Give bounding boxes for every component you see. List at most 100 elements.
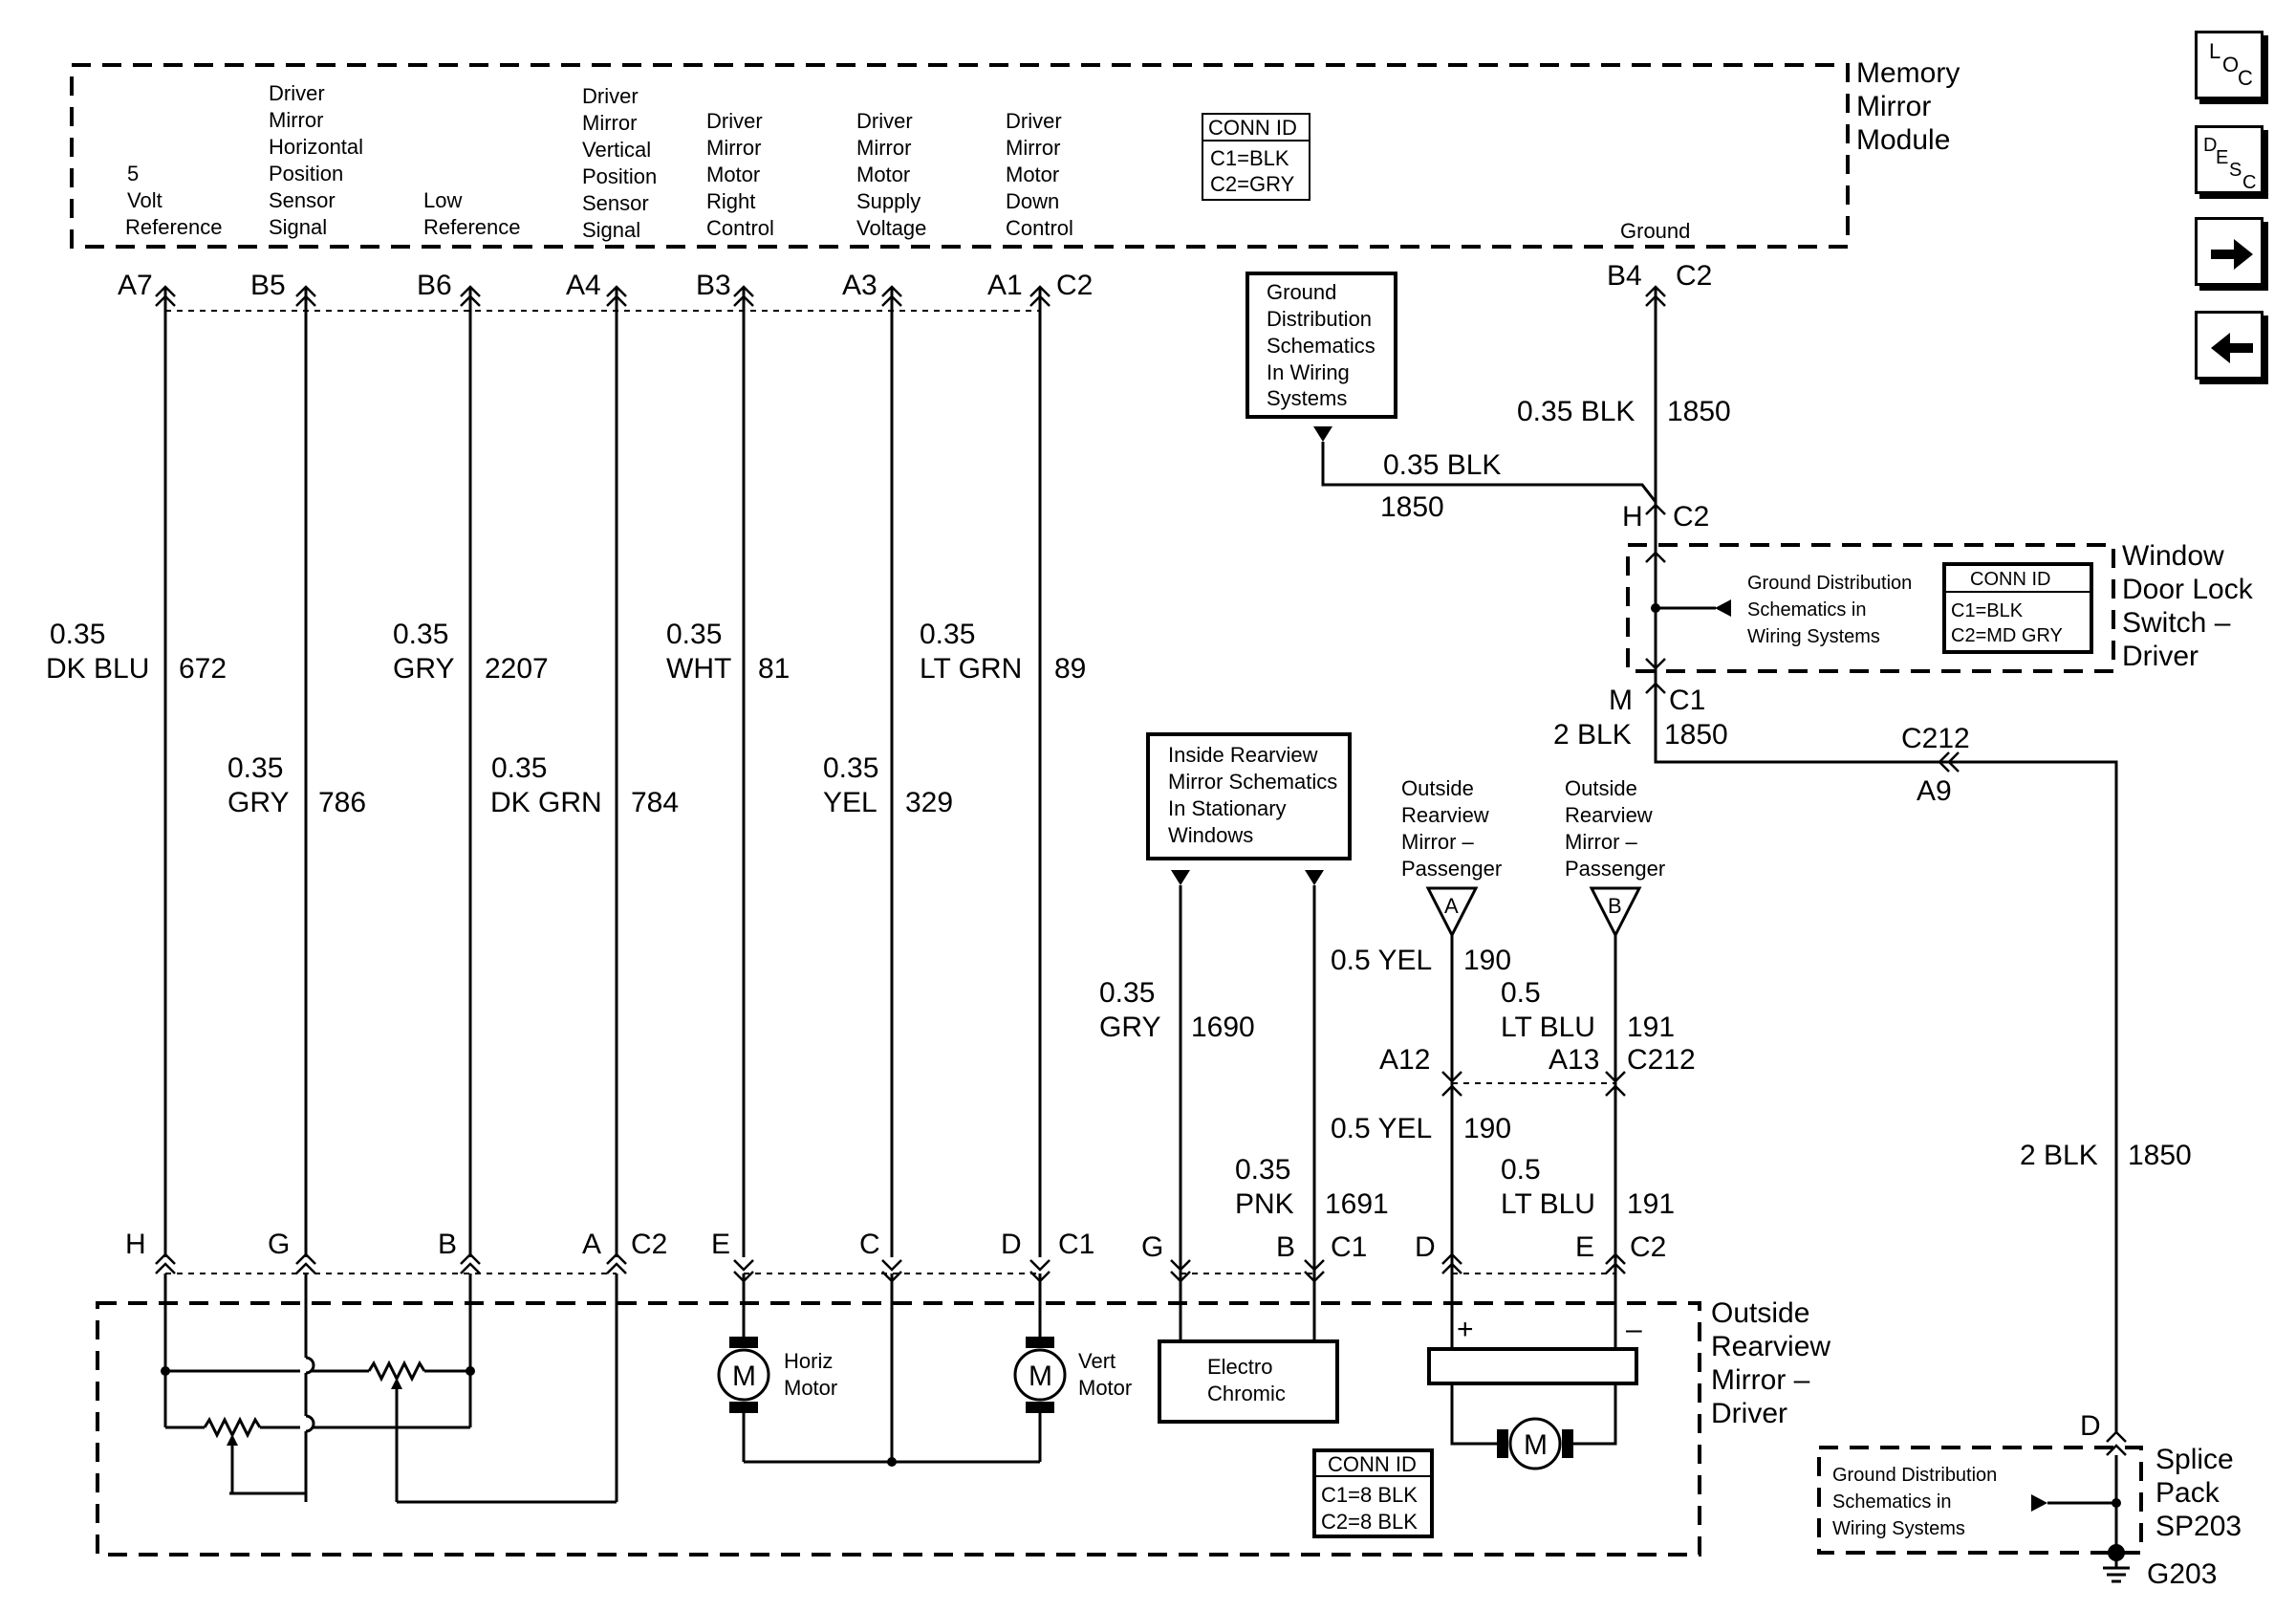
pin-a7-func-3: Reference bbox=[125, 215, 223, 239]
ws-conn-c2: C2=MD GRY bbox=[1951, 625, 2063, 646]
window-switch-title-4: Driver bbox=[2122, 641, 2199, 672]
dm-conn-c2-value: C2=8 BLK bbox=[1321, 1510, 1418, 1534]
electrochromic-label-1: Electro bbox=[1207, 1355, 1272, 1379]
pin-a3-func-2: Mirror bbox=[856, 136, 911, 160]
vert-motor-label-2: Motor bbox=[1078, 1376, 1132, 1400]
c212-conn: C212 bbox=[1627, 1044, 1696, 1076]
fold-motor-symbol: M bbox=[1524, 1429, 1548, 1461]
pin-b3-func-4: Right bbox=[706, 189, 755, 213]
wire-1691-color: PNK bbox=[1235, 1188, 1294, 1220]
loc-button[interactable]: L O C bbox=[2195, 31, 2264, 99]
ground-distribution-box-top[interactable] bbox=[1245, 272, 1397, 419]
wire-labels: 0.35 DK BLU 672 0.35 GRY 786 0.35 GRY 22… bbox=[46, 619, 1086, 818]
horiz-motor-label-2: Motor bbox=[784, 1376, 837, 1400]
wire-786-color: GRY bbox=[227, 787, 289, 818]
wire-191-lower-color: LT BLU bbox=[1501, 1188, 1595, 1220]
vert-motor-label-1: Vert bbox=[1078, 1349, 1116, 1373]
pin-b5: B5 bbox=[250, 270, 286, 301]
loc-icon-l: L bbox=[2209, 39, 2220, 63]
wire-672-circuit: 672 bbox=[179, 653, 227, 685]
desc-icon-s: S bbox=[2229, 160, 2242, 181]
window-switch-title-2: Door Lock bbox=[2122, 574, 2254, 605]
fold-motor-plus: + bbox=[1457, 1314, 1474, 1345]
c212-a9-pin: A9 bbox=[1917, 775, 1952, 807]
gd-top-line-3: Schematics bbox=[1267, 334, 1375, 358]
inside-mirror-line-3: In Stationary bbox=[1168, 796, 1287, 820]
passenger-ref-a[interactable]: Outside Rearview Mirror – Passenger A bbox=[1401, 776, 1502, 939]
pin-b3-func-2: Mirror bbox=[706, 136, 761, 160]
pin-b5-func-5: Sensor bbox=[269, 188, 336, 212]
driver-mirror-connector-labels: H G B A C2 E C D C1 G B C1 D E C2 bbox=[125, 1229, 1666, 1263]
dm-title-2: Rearview bbox=[1711, 1331, 1830, 1362]
window-switch-chevrons bbox=[1645, 503, 1666, 694]
splice-wire-circuit: 1850 bbox=[2128, 1140, 2192, 1171]
wire-2207-color: GRY bbox=[393, 653, 454, 685]
pass-b-tag: B bbox=[1608, 894, 1622, 918]
pin-a1: A1 bbox=[987, 270, 1023, 301]
wire-1690-circuit: 1690 bbox=[1191, 1012, 1255, 1043]
window-switch-conn-c2: C2 bbox=[1673, 501, 1709, 533]
window-switch-gd-text: Ground Distribution Schematics in Wiring… bbox=[1747, 573, 1912, 647]
pin-a1-func-4: Down bbox=[1006, 189, 1059, 213]
pin-a3-func-4: Supply bbox=[856, 189, 921, 213]
wire-191-upper-circuit: 191 bbox=[1627, 1012, 1675, 1043]
pass-b-tag-triangle bbox=[1589, 886, 1642, 939]
wire-191-lower-circuit: 191 bbox=[1627, 1188, 1675, 1220]
electrochromic-box bbox=[1158, 1339, 1339, 1424]
dm-title-1: Outside bbox=[1711, 1297, 1809, 1329]
desc-button[interactable]: D E S C bbox=[2195, 125, 2264, 194]
pass-a-line-4: Passenger bbox=[1401, 857, 1502, 881]
splice-wire-gauge: 2 BLK bbox=[2020, 1140, 2098, 1171]
pin-a4: A4 bbox=[566, 270, 601, 301]
dm-pin-a: A bbox=[582, 1229, 601, 1260]
next-button[interactable] bbox=[2195, 217, 2264, 286]
pin-b6: B6 bbox=[417, 270, 452, 301]
pin-a7-func-2: Volt bbox=[127, 188, 162, 212]
inside-mirror-box[interactable] bbox=[1146, 732, 1352, 860]
inside-mirror-text: Inside Rearview Mirror Schematics In Sta… bbox=[1168, 743, 1337, 847]
pass-a-tag-triangle bbox=[1425, 886, 1479, 939]
dm-conn-c2: C2 bbox=[631, 1229, 667, 1260]
pin-a4-func-2: Mirror bbox=[582, 111, 637, 135]
splice-title-2: Pack bbox=[2155, 1477, 2220, 1509]
pass-a-line-1: Outside bbox=[1401, 776, 1474, 800]
vert-motor-symbol: M bbox=[1029, 1361, 1052, 1392]
splice-title-1: Splice bbox=[2155, 1444, 2234, 1475]
pin-b3: B3 bbox=[696, 270, 731, 301]
c212-pin-a13: A13 bbox=[1549, 1044, 1599, 1076]
pin-a1-func-2: Mirror bbox=[1006, 136, 1060, 160]
gd-top-wire bbox=[1321, 442, 1657, 503]
wire-191-upper-gauge: 0.5 bbox=[1501, 977, 1541, 1009]
window-switch-title-1: Window bbox=[2122, 540, 2224, 572]
c212-a9-chevrons bbox=[1938, 751, 1960, 773]
dm-ec-conn-c1: C1 bbox=[1331, 1231, 1367, 1263]
window-switch-pin-h: H bbox=[1622, 501, 1643, 533]
ground-dist-top-text: Ground Distribution Schematics In Wiring… bbox=[1267, 280, 1375, 410]
loc-icon: L O C bbox=[2209, 39, 2253, 90]
pin-b4-conn: C2 bbox=[1676, 260, 1712, 292]
desc-icon-d: D bbox=[2203, 135, 2217, 156]
wire-1691-circuit: 1691 bbox=[1325, 1188, 1389, 1220]
c212-a9-conn: C212 bbox=[1901, 723, 1970, 754]
pin-a4-func-6: Signal bbox=[582, 218, 640, 242]
passenger-ref-b[interactable]: Outside Rearview Mirror – Passenger B bbox=[1565, 776, 1665, 939]
gd-top-wire-circuit: 1850 bbox=[1380, 491, 1444, 523]
driver-mirror-title: Outside Rearview Mirror – Driver bbox=[1711, 1297, 1830, 1429]
module-conn-c2: C2 bbox=[1056, 270, 1093, 301]
driver-mirror-conn-id: CONN ID C1=8 BLK C2=8 BLK bbox=[1312, 1448, 1434, 1538]
wire-784-gauge: 0.35 bbox=[491, 752, 547, 784]
splice-chevrons bbox=[2106, 1430, 2127, 1456]
c212-chevrons bbox=[1441, 1071, 1626, 1097]
ws-conn-title: CONN ID bbox=[1970, 569, 2050, 590]
pass-a-tag: A bbox=[1444, 894, 1459, 918]
pin-a3-func-1: Driver bbox=[856, 109, 913, 133]
ws-gd-line-3: Wiring Systems bbox=[1747, 626, 1880, 647]
back-button[interactable] bbox=[2195, 311, 2264, 380]
inside-mirror-line-4: Windows bbox=[1168, 823, 1253, 847]
c212-pin-a12: A12 bbox=[1379, 1044, 1430, 1076]
pin-b5-func-3: Horizontal bbox=[269, 135, 363, 159]
dm-pin-d: D bbox=[1001, 1229, 1022, 1260]
motor-common-splice bbox=[887, 1457, 897, 1467]
wire-89-gauge: 0.35 bbox=[920, 619, 975, 650]
